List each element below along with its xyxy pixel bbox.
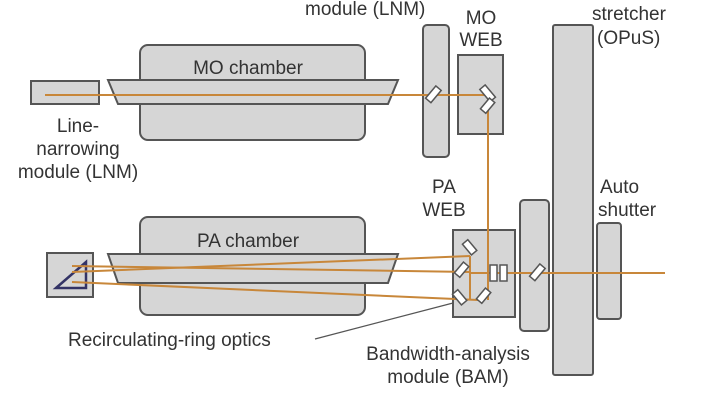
pa-web-label-2: WEB bbox=[422, 200, 465, 221]
opus-label-1: stretcher bbox=[592, 4, 667, 25]
auto-shutter-label-2: shutter bbox=[598, 200, 657, 221]
lnm-left-label-3: module (LNM) bbox=[18, 162, 138, 183]
mo-web-label-1: MO bbox=[466, 8, 497, 29]
mo-chamber-label: MO chamber bbox=[193, 58, 303, 79]
lnm-left-label-1: Line- bbox=[57, 116, 99, 137]
label-layer: module (LNM) MO WEB stretcher (OPuS) MO … bbox=[18, 0, 667, 388]
bam-label-1: Bandwidth-analysis bbox=[366, 344, 530, 365]
auto-shutter-label-1: Auto bbox=[600, 177, 639, 198]
auto-shutter-box bbox=[596, 222, 622, 320]
recirculating-leader bbox=[314, 302, 454, 340]
opus-column bbox=[552, 24, 594, 376]
lnm-left-label-2: narrowing bbox=[36, 139, 119, 160]
lnm-top-label: module (LNM) bbox=[305, 0, 425, 20]
bam-label-2: module (BAM) bbox=[387, 367, 508, 388]
lnm-left-box bbox=[30, 80, 100, 105]
pa-chamber-label: PA chamber bbox=[197, 231, 300, 252]
bam-plate bbox=[519, 199, 550, 332]
laser-beams bbox=[45, 94, 665, 301]
mo-chamber bbox=[106, 44, 400, 141]
pa-web-label-1: PA bbox=[432, 177, 456, 198]
mirror-elements bbox=[424, 83, 547, 306]
recirculating-label: Recirculating-ring optics bbox=[68, 330, 271, 351]
mo-web-label-2: WEB bbox=[459, 30, 502, 51]
opus-label-2: (OPuS) bbox=[597, 28, 660, 49]
